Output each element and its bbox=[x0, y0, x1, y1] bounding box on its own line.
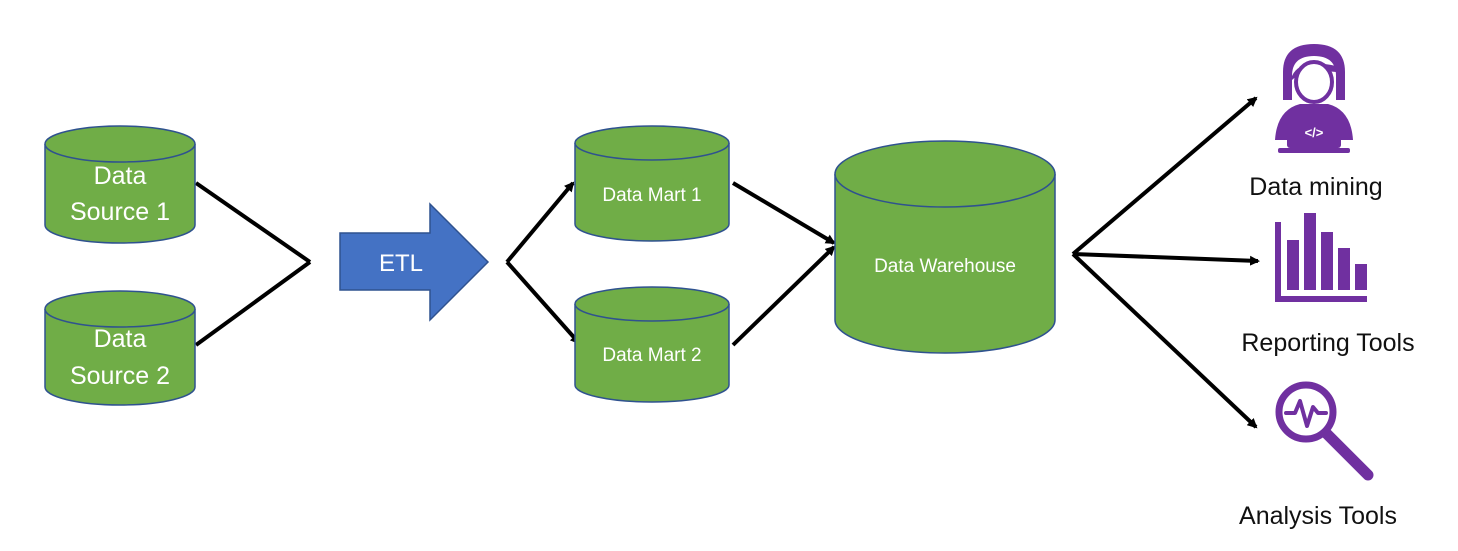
warehouse-to-reporting-arrow bbox=[1072, 252, 1260, 266]
warehouse-to-analysis-arrow bbox=[1071, 252, 1258, 429]
warehouse-to-mining-arrow bbox=[1071, 96, 1258, 256]
data-source-1-label-line2: Source 1 bbox=[70, 198, 170, 226]
connectors bbox=[194, 96, 1260, 429]
data-source-2-label-line2: Source 2 bbox=[70, 362, 170, 390]
data-source-1-label-line1: Data bbox=[94, 162, 147, 190]
data-mining-label: Data mining bbox=[1249, 173, 1382, 201]
data-mart-2-cylinder: Data Mart 2 bbox=[574, 286, 730, 403]
data-source-1-cylinder: Data Source 1 bbox=[44, 125, 196, 244]
bar-chart-icon bbox=[1275, 213, 1367, 302]
split-to-mart1-arrow bbox=[505, 181, 575, 264]
mart1-to-warehouse-arrow bbox=[731, 181, 836, 245]
developer-laptop-icon: </> bbox=[1275, 44, 1353, 153]
split-to-mart2-arrow bbox=[505, 260, 581, 345]
reporting-tools-label: Reporting Tools bbox=[1241, 329, 1414, 357]
data-mart-1-label: Data Mart 1 bbox=[602, 185, 701, 206]
analysis-tools-label: Analysis Tools bbox=[1239, 502, 1397, 530]
source1-to-merge-line bbox=[194, 181, 312, 264]
mart2-to-warehouse-arrow bbox=[731, 245, 836, 347]
etl-arrow: ETL bbox=[339, 202, 490, 322]
source2-to-merge-line bbox=[194, 260, 312, 347]
svg-text:</>: </> bbox=[1305, 125, 1324, 140]
data-warehouse-cylinder: Data Warehouse bbox=[834, 140, 1056, 354]
etl-label: ETL bbox=[379, 250, 423, 277]
data-source-2-cylinder: Data Source 2 bbox=[44, 290, 196, 406]
data-mart-2-label: Data Mart 2 bbox=[602, 345, 701, 366]
data-warehouse-label: Data Warehouse bbox=[874, 256, 1016, 277]
magnifier-pulse-icon bbox=[1275, 381, 1374, 481]
data-source-2-label-line1: Data bbox=[94, 325, 147, 353]
data-mart-1-cylinder: Data Mart 1 bbox=[574, 125, 730, 242]
